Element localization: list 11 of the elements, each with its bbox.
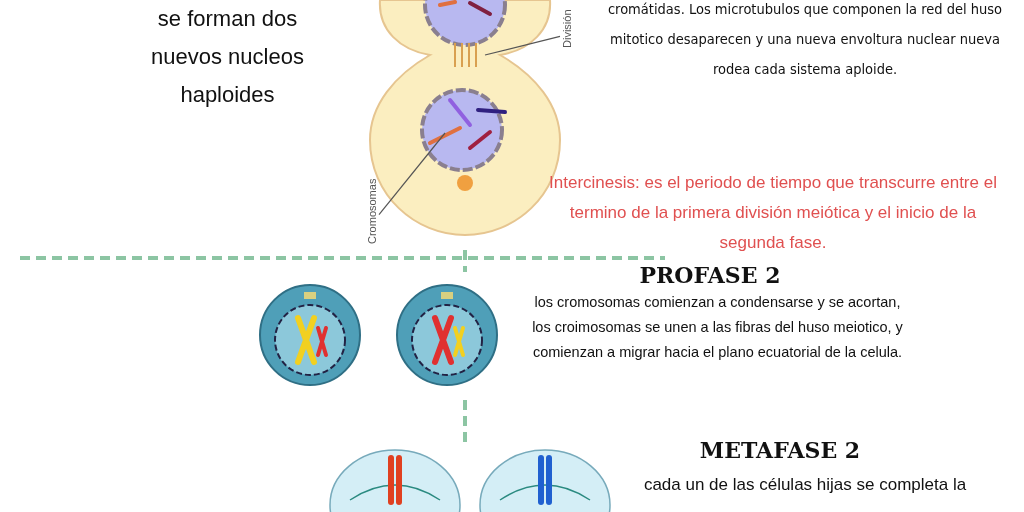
phase-description: los cromosomas comienzan a condensarse y se acortan, los croimosomas se unen a las fibras del huso meiotico, y comienzan a migrar hacia el plano ecuatorial de la celula. [531,293,904,362]
phase-heading: PROFASE 2 [638,261,782,290]
description-text: cromátidas. Los microtubulos que componen la red del huso mitotico desaparecen y una nueva envoltura nuclear nueva rodea cada sistema aploide. [606,0,1004,79]
leader-line [378,132,446,216]
callout-label: División [561,9,573,48]
callout-label: Cromosomas [366,178,378,244]
leader-line [484,35,561,56]
phase-description: cada un de las células hijas se completa la [642,474,968,496]
phase-heading: METAFASE 2 [698,436,862,465]
caption-text: se forman dos nuevos nucleos haploides [150,5,305,109]
definition-text: Intercinesis: es el periodo de tiempo que transcurre entre el termino de la primera división meiótica y el inicio de la segunda fase. [548,172,998,254]
